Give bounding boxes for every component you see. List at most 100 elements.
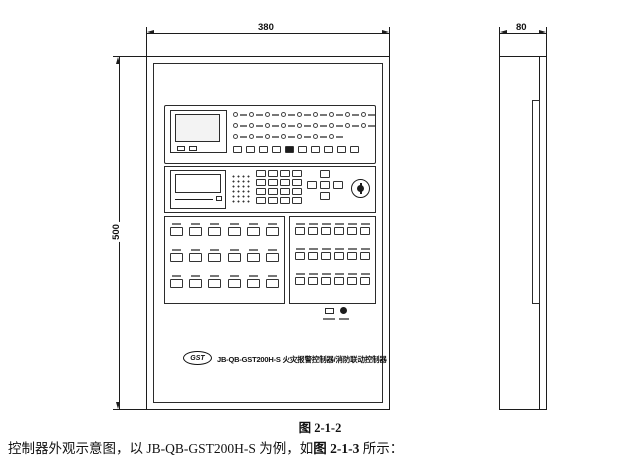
- zone-button: [227, 253, 241, 262]
- front-width-dim-label: 380: [256, 22, 276, 33]
- panel-key: [246, 146, 255, 153]
- keypad-key: [256, 197, 266, 204]
- brand-logo: GST: [183, 351, 212, 365]
- zone-label: [248, 275, 258, 277]
- zone-label: [360, 273, 370, 275]
- function-key-row: [233, 146, 359, 153]
- zone-row: [170, 249, 279, 262]
- zone-label: [267, 275, 277, 277]
- zone-label: [334, 248, 344, 250]
- keypad-key: [292, 179, 302, 186]
- zone-cell: [308, 248, 318, 260]
- zone-label: [321, 248, 331, 250]
- panel-key: [285, 146, 294, 153]
- keypad-key: [292, 188, 302, 195]
- zone-label: [360, 223, 370, 225]
- zone-label: [191, 223, 201, 225]
- zone-label: [191, 249, 201, 251]
- zone-label: [308, 248, 318, 250]
- dim-extension-line: [389, 27, 390, 56]
- indicator-label: [240, 113, 247, 116]
- indicator-label: [288, 135, 295, 138]
- dim-arrow-right-icon: [382, 30, 389, 34]
- indicator-row: [233, 112, 375, 117]
- zone-cell: [360, 273, 370, 285]
- indicator-led: [345, 112, 350, 117]
- printer-paper-slot: [175, 199, 213, 200]
- zone-label: [172, 275, 181, 277]
- zone-button: [321, 277, 331, 285]
- keypad-key: [280, 170, 290, 177]
- zone-label: [347, 223, 357, 225]
- zone-cell: [334, 248, 344, 260]
- body-text-model: JB-QB-GST200H-S: [146, 441, 256, 456]
- zone-label: [210, 223, 220, 225]
- zone-cell: [334, 223, 344, 235]
- zone-button: [227, 279, 241, 288]
- zone-button: [308, 227, 318, 235]
- indicator-led: [249, 112, 254, 117]
- zone-cell: [227, 275, 241, 288]
- dim-extension-line: [499, 27, 500, 56]
- zone-button: [208, 253, 222, 262]
- status-label: [323, 318, 335, 320]
- indicator-label: [336, 113, 343, 116]
- indicator-row: [233, 123, 375, 128]
- zone-cell: [246, 223, 260, 236]
- indicator-led: [361, 123, 366, 128]
- indicator-label: [368, 113, 375, 116]
- zone-label: [210, 249, 220, 251]
- zone-button: [347, 277, 357, 285]
- keypad-key: [280, 179, 290, 186]
- zone-button: [208, 279, 222, 288]
- indicator-label: [288, 124, 295, 127]
- keypad-key: [280, 188, 290, 195]
- panel-key: [259, 146, 268, 153]
- indicator-led: [233, 112, 238, 117]
- zone-button: [170, 253, 183, 262]
- indicator-led: [265, 134, 270, 139]
- zone-button: [360, 277, 370, 285]
- zone-button: [347, 227, 357, 235]
- lcd-key: [177, 146, 185, 151]
- indicator-row: [233, 134, 343, 139]
- zone-label: [248, 223, 258, 225]
- keypad-key: [268, 197, 278, 204]
- indicator-label: [352, 124, 359, 127]
- zone-label: [229, 249, 239, 251]
- zone-row: [295, 273, 370, 285]
- keypad-key: [268, 179, 278, 186]
- status-led: [340, 307, 347, 314]
- indicator-led: [313, 134, 318, 139]
- zone-cell: [227, 223, 241, 236]
- zone-label: [334, 273, 344, 275]
- zone-button: [295, 277, 305, 285]
- zone-label: [191, 275, 201, 277]
- zone-label: [172, 249, 181, 251]
- zone-button: [308, 277, 318, 285]
- speaker-grille: [231, 174, 251, 205]
- zone-label: [229, 275, 239, 277]
- nav-left-key: [307, 181, 317, 189]
- zone-cell: [295, 223, 305, 235]
- indicator-led: [313, 112, 318, 117]
- zone-label: [334, 223, 344, 225]
- lcd-screen: [175, 114, 220, 142]
- zone-label: [267, 223, 277, 225]
- keypad-key: [292, 170, 302, 177]
- zone-cell: [246, 249, 260, 262]
- indicator-label: [320, 113, 327, 116]
- keypad-key: [256, 170, 266, 177]
- zone-label: [321, 223, 331, 225]
- zone-cell: [308, 223, 318, 235]
- zone-cell: [208, 223, 222, 236]
- zone-button: [360, 227, 370, 235]
- nav-ok-key: [320, 181, 330, 189]
- indicator-label: [256, 113, 263, 116]
- zone-cell: [360, 248, 370, 260]
- indicator-label: [320, 124, 327, 127]
- zone-label: [295, 223, 305, 225]
- indicator-led: [233, 123, 238, 128]
- zone-row: [295, 223, 370, 235]
